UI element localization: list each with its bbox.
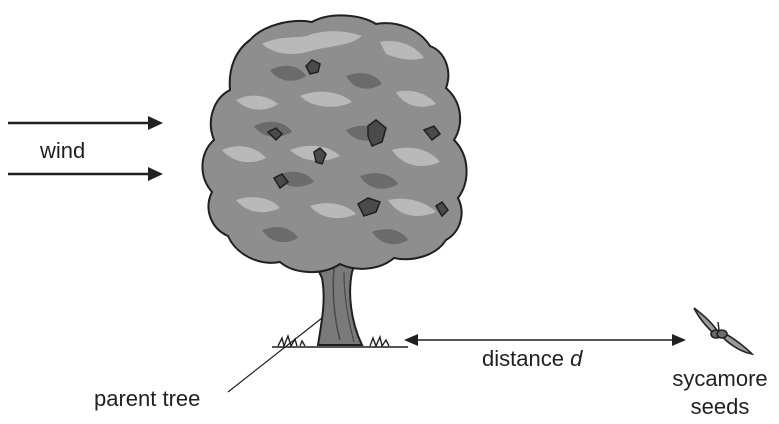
canopy-gap xyxy=(422,125,442,142)
foliage-highlight xyxy=(236,95,278,110)
wind-label: wind xyxy=(39,138,85,163)
canopy-gap xyxy=(434,200,449,218)
canopy-gap xyxy=(313,147,327,165)
foliage-shadow xyxy=(360,173,398,189)
foliage-highlight xyxy=(300,91,352,107)
wind-arrow-bottom-head xyxy=(148,167,163,181)
canopy-gap xyxy=(305,59,321,75)
wind-arrow-top-head xyxy=(148,116,163,130)
foliage-shadow xyxy=(270,65,306,81)
parent-tree-illustration xyxy=(201,14,468,349)
distance-arrow-right-head xyxy=(672,334,686,346)
parent-tree-leader-line xyxy=(227,317,323,393)
canopy-gap xyxy=(266,127,284,142)
foliage-highlight xyxy=(388,198,436,216)
foliage-highlight xyxy=(222,146,266,163)
foliage-highlight xyxy=(236,197,280,213)
distance-label: distance d xyxy=(482,346,583,371)
sycamore-seeds-label-line2: seeds xyxy=(691,394,750,419)
foliage-highlight xyxy=(396,90,436,107)
foliage-highlight xyxy=(262,31,362,54)
sycamore-seeds-label-line1: sycamore xyxy=(672,366,767,391)
trunk-bark-line xyxy=(343,271,355,343)
distance-label-text: distance xyxy=(482,346,570,371)
foliage-shadow xyxy=(262,227,298,243)
wind-arrows xyxy=(8,116,163,181)
seed-wing-left xyxy=(693,307,719,338)
parent-tree-label: parent tree xyxy=(94,386,200,411)
distance-variable: d xyxy=(570,346,583,371)
foliage-shadow xyxy=(372,229,408,245)
trunk-bark-line xyxy=(332,267,341,341)
seed-stalk xyxy=(717,321,720,331)
canopy-gap xyxy=(272,173,290,190)
canopy-gap xyxy=(367,119,387,147)
foliage-highlight xyxy=(310,203,356,219)
distance-arrow-left-head xyxy=(404,334,418,346)
seed-body-right xyxy=(716,329,728,339)
sycamore-seeds-icon xyxy=(693,307,755,356)
tree-canopy xyxy=(201,14,468,274)
canopy-gap xyxy=(357,197,381,217)
foliage-shadow xyxy=(346,73,382,89)
foliage-highlight xyxy=(380,40,424,60)
foliage-highlight xyxy=(392,147,440,166)
